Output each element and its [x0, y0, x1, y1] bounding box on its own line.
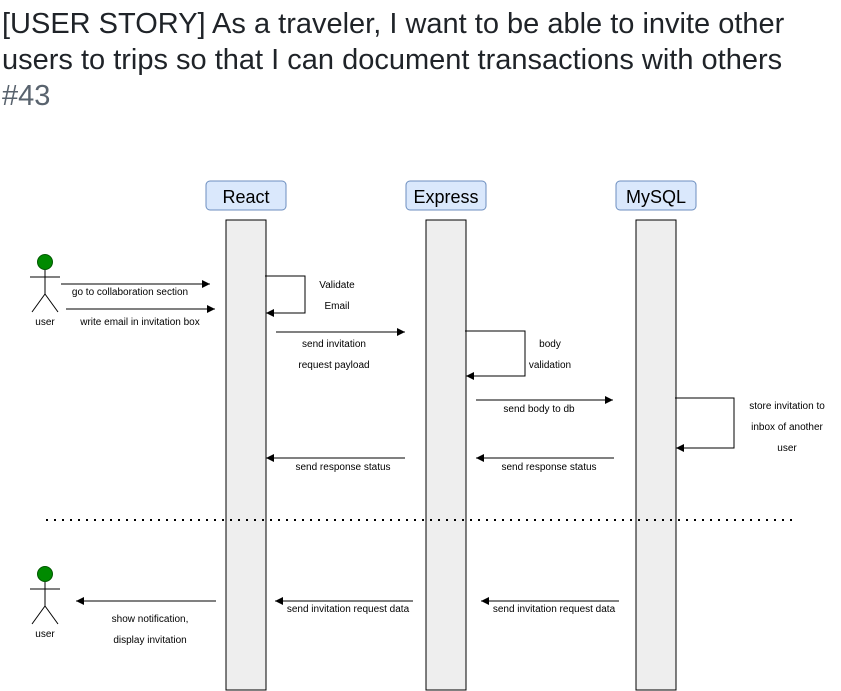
msg-store-3: user — [777, 443, 797, 454]
msg-response-mysql: send response status — [501, 462, 596, 473]
msg-inv-data-mysql: send invitation request data — [493, 604, 616, 615]
msg-store-2: inbox of another — [751, 422, 823, 433]
participant-react-label: React — [222, 187, 269, 207]
participant-mysql-label: MySQL — [626, 187, 686, 207]
participant-express: Express — [405, 180, 487, 211]
lifeline-react — [225, 219, 267, 691]
actor-user-2-label: user — [35, 629, 55, 640]
lifeline-express — [425, 219, 467, 691]
msg-send-body: send body to db — [503, 404, 575, 415]
msg-go-to-collab: go to collaboration section — [72, 287, 188, 298]
arrow-body-validation-self — [465, 330, 526, 380]
actor-user-2 — [30, 566, 60, 625]
msg-body-2: validation — [529, 360, 571, 371]
arrow-store-invitation-self — [675, 397, 735, 452]
msg-store-1: store invitation to — [749, 401, 825, 412]
participant-mysql: MySQL — [615, 180, 697, 211]
issue-title: [USER STORY] As a traveler, I want to be… — [2, 6, 832, 114]
lifeline-mysql — [635, 219, 677, 691]
msg-write-email: write email in invitation box — [79, 317, 200, 328]
msg-inv-data-express: send invitation request data — [287, 604, 410, 615]
msg-notify-2: display invitation — [113, 635, 186, 646]
msg-validate-2: Email — [324, 301, 349, 312]
issue-number: #43 — [2, 80, 51, 112]
msg-body-1: body — [539, 339, 561, 350]
msg-response-express: send response status — [295, 462, 390, 473]
actor-user-1 — [30, 254, 60, 313]
msg-notify-1: show notification, — [112, 614, 189, 625]
actor-user-1-label: user — [35, 317, 55, 328]
msg-validate-1: Validate — [319, 280, 355, 291]
msg-send-invitation-2: request payload — [298, 360, 369, 371]
msg-send-invitation-1: send invitation — [302, 339, 366, 350]
issue-title-text: [USER STORY] As a traveler, I want to be… — [2, 8, 785, 76]
participant-express-label: Express — [413, 187, 478, 207]
arrow-validate-email-self — [265, 275, 306, 317]
participant-react: React — [205, 180, 287, 211]
